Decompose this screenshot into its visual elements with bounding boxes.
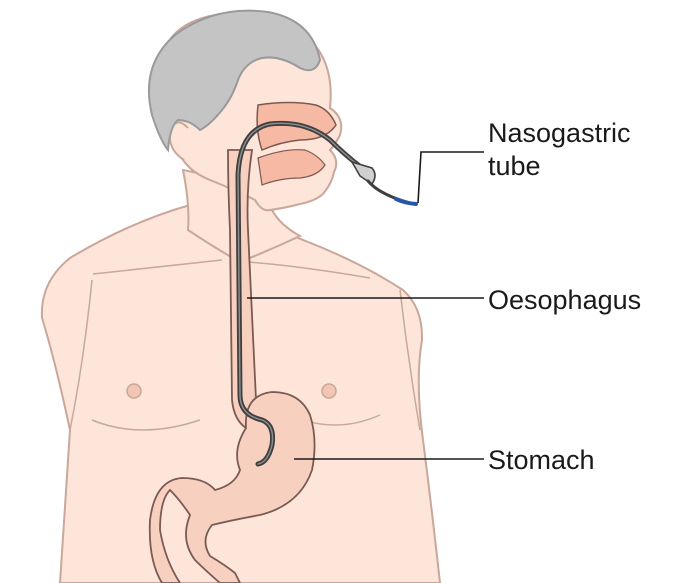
stomach-label: Stomach <box>488 445 595 475</box>
nasogastric-tube-inner <box>237 122 363 465</box>
nasogastric-tube-label-line1: Nasogastric <box>488 118 631 148</box>
hair <box>148 9 322 153</box>
mouth-cavity <box>257 149 326 186</box>
nasogastric-tube-label-line2: tube <box>488 151 541 181</box>
right-nipple <box>321 383 337 399</box>
nasogastric-tube-leader <box>417 151 484 204</box>
nasogastric-tube-label: Nasogastric tube <box>488 117 631 183</box>
tube-external-end <box>366 179 412 205</box>
oesophagus-label: Oesophagus <box>488 285 642 315</box>
tube-blue-tip <box>394 197 418 206</box>
tube-connector-icon <box>350 160 376 186</box>
left-nipple <box>126 383 142 399</box>
